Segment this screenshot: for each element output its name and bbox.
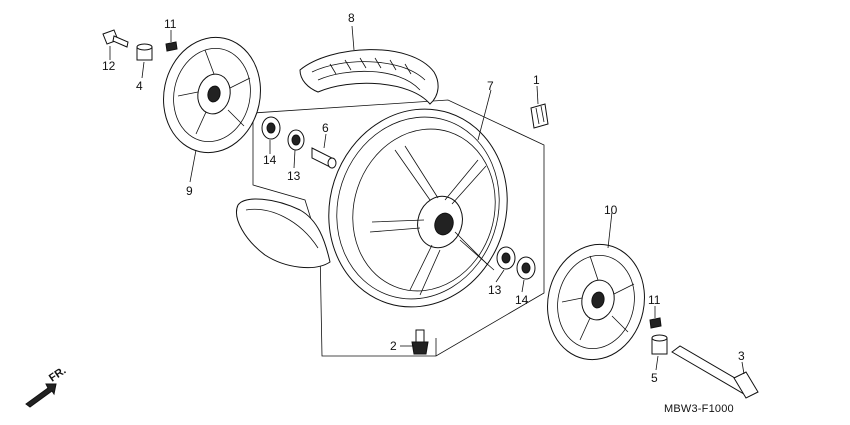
wheel-rim [328,108,508,308]
callout-7: 7 [487,79,494,93]
callout-12: 12 [102,59,116,73]
left-bearing-set [261,116,337,169]
callout-4: 4 [136,79,143,93]
callout-5: 5 [651,371,658,385]
front-label: FR. [47,365,68,385]
callout-14-right: 14 [515,293,529,307]
callout-11-right: 11 [648,293,661,307]
callout-9: 9 [186,184,193,198]
callout-10: 10 [604,203,618,217]
tire [236,49,439,269]
callout-6: 6 [322,121,329,135]
callout-labels: 1 2 3 4 5 6 7 8 9 10 11 11 12 13 13 14 1… [102,11,745,385]
front-arrow-icon [25,383,57,408]
diagram-code: MBW3-F1000 [664,403,734,415]
callout-14-left: 14 [263,153,277,167]
balance-weight-clip [530,103,549,129]
callout-13-left: 13 [287,169,301,183]
right-brake-disc [547,243,645,361]
assembly-frame [252,99,545,357]
callout-13-right: 13 [488,283,502,297]
right-bearing-set [496,246,536,280]
front-direction-indicator: FR. [25,365,68,408]
leader-lines [109,25,745,375]
callout-1: 1 [533,73,540,87]
callout-11-top: 11 [164,17,177,31]
right-side-fasteners [649,317,759,399]
left-brake-disc [163,36,261,154]
top-left-fasteners [102,29,178,61]
air-valve [411,329,429,355]
callout-2: 2 [390,339,397,353]
callout-8: 8 [348,11,355,25]
callout-3: 3 [738,349,745,363]
